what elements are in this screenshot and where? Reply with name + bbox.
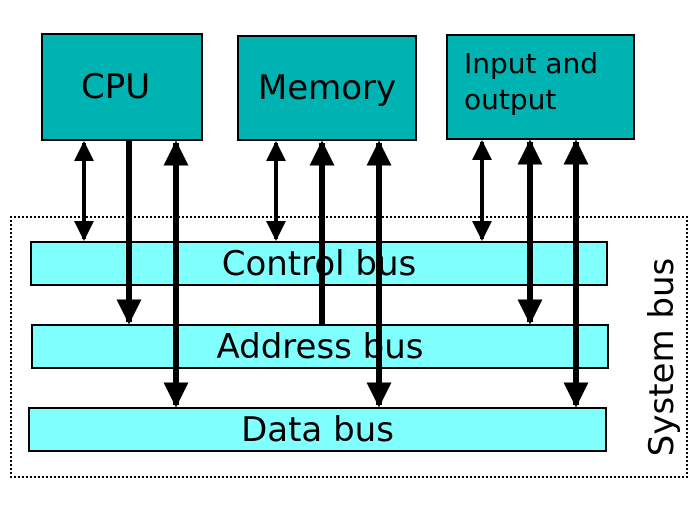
io-block: Input and output [446, 34, 635, 140]
io-label: Input and output [464, 47, 599, 116]
system-bus-boundary [10, 216, 688, 478]
cpu-label: CPU [81, 67, 151, 107]
data-bus: Data bus [28, 407, 607, 452]
memory-label: Memory [257, 68, 397, 108]
data-bus-label: Data bus [241, 409, 394, 450]
address-bus: Address bus [31, 324, 609, 369]
cpu-block: CPU [41, 33, 203, 141]
memory-block: Memory [237, 35, 417, 141]
